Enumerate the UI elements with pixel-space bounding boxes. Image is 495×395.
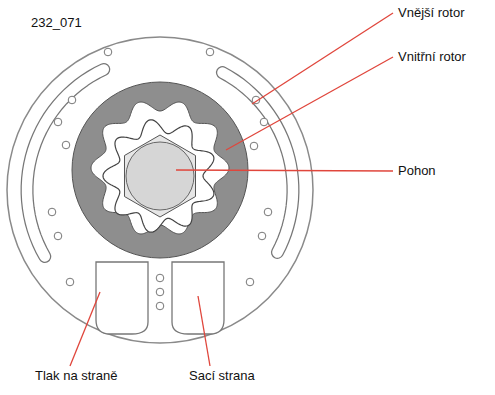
part-label: Vnitřní rotor: [397, 49, 467, 65]
leader-line: [226, 57, 393, 150]
bolt-hole: [156, 288, 164, 296]
bolt-hole: [264, 208, 272, 216]
part-label: Vnější rotor: [397, 5, 465, 21]
leader-line: [70, 292, 100, 366]
bolt-hole: [54, 118, 62, 126]
bolt-hole: [258, 232, 266, 240]
leader-line: [176, 170, 393, 171]
drive-shaft: [126, 142, 194, 210]
port-slot: [96, 262, 148, 334]
leader-lines: [70, 13, 393, 366]
bolt-holes: [48, 48, 272, 310]
bolt-hole: [48, 208, 56, 216]
bolt-hole: [104, 48, 112, 56]
bolt-hole: [246, 278, 254, 286]
bolt-hole: [206, 48, 214, 56]
bolt-hole: [156, 302, 164, 310]
part-label: Pohon: [397, 163, 437, 179]
bolt-hole: [250, 142, 258, 150]
outer-rotor-cavity: [91, 102, 229, 234]
kidney-slots: [27, 69, 293, 334]
port-label: Sací strana: [188, 368, 256, 384]
leader-line: [252, 13, 393, 104]
pump-housing: [7, 37, 313, 343]
bolt-hole: [156, 274, 164, 282]
bolt-hole: [62, 141, 70, 149]
bolt-hole: [66, 278, 74, 286]
bolt-hole: [260, 118, 268, 126]
inner-rotor: [103, 120, 214, 232]
drive-hexagon: [124, 135, 195, 217]
bolt-hole: [54, 232, 62, 240]
bolt-hole: [68, 96, 76, 104]
leader-line: [198, 296, 210, 366]
port-label: Tlak na straně: [34, 368, 118, 384]
figure-code: 232_071: [30, 15, 83, 31]
